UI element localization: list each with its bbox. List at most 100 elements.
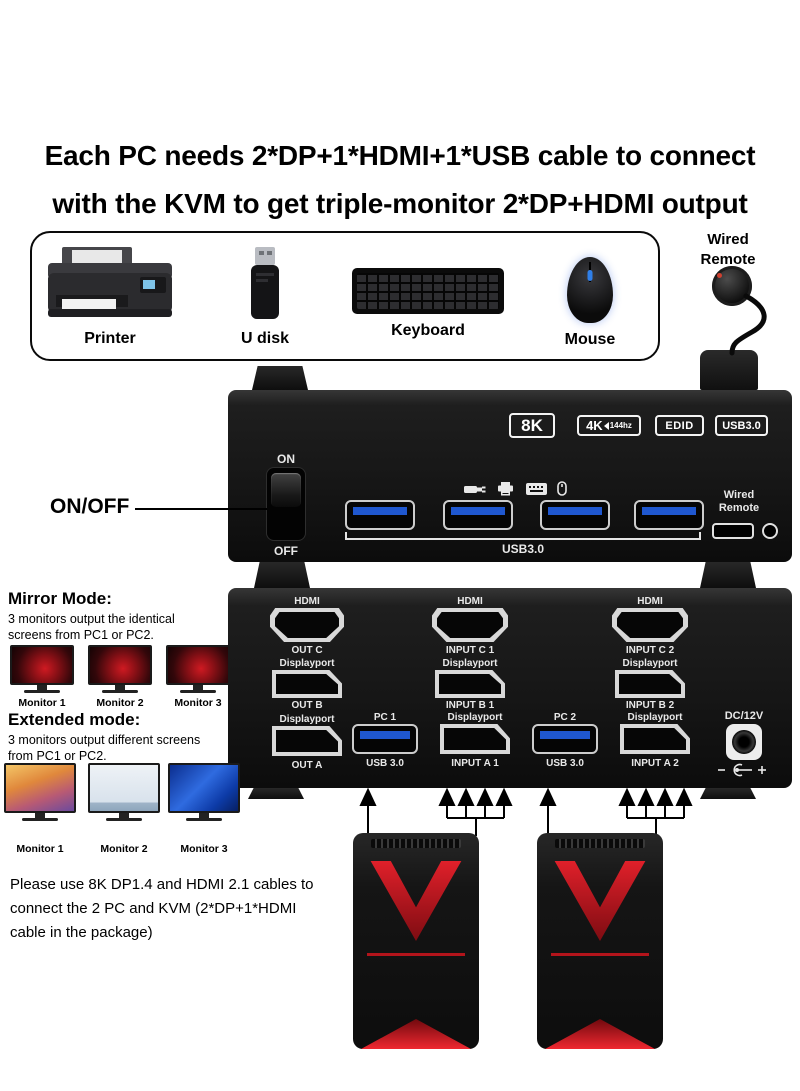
device-foot-mid-left	[254, 562, 310, 588]
tower-red-glow	[545, 1019, 655, 1049]
dc-power-label: DC/12V	[724, 710, 764, 722]
pc2-hdmi-label: HDMI	[637, 596, 663, 607]
keyboard-icon	[352, 268, 504, 314]
badge-144hz-text: 144hz	[609, 421, 632, 430]
badge-edid: EDID	[655, 415, 704, 436]
pc1-hdmi-label: HDMI	[457, 596, 483, 607]
keyboard-mini-icon	[526, 483, 547, 495]
pc1-usb-label: USB 3.0	[366, 758, 404, 769]
mirror-monitor-1-screen	[10, 645, 74, 685]
front-usb-port-1	[345, 500, 415, 530]
extended-monitor-2-screen	[88, 763, 160, 813]
monitor-base	[106, 818, 142, 821]
input-b1-dp-label: Displayport	[442, 658, 498, 669]
monitor-neck	[35, 813, 45, 818]
input-a1-label: INPUT A 1	[451, 758, 499, 769]
printer-icon	[48, 247, 172, 317]
peripherals-box	[30, 231, 660, 361]
wired-remote-label-line-2: Remote	[700, 251, 756, 268]
tower-vent	[555, 839, 645, 848]
remote-port	[712, 523, 754, 539]
headline-line-2: with the KVM to get triple-monitor 2*DP+…	[52, 188, 748, 219]
mouse-label: Mouse	[564, 331, 616, 348]
arrow-left-glyph	[603, 421, 609, 430]
monitor-neck	[37, 685, 47, 690]
dc-power-jack	[726, 724, 762, 760]
pc-tower-1	[353, 833, 479, 1049]
polarity-icon	[718, 763, 766, 777]
input-a2-label: INPUT A 2	[631, 758, 679, 769]
input-c2-label: INPUT C 2	[625, 645, 675, 656]
monitor-neck	[193, 685, 203, 690]
switch-on-label: ON	[277, 452, 295, 466]
udisk-label: U disk	[240, 330, 289, 347]
out-a-dp-label: Displayport	[279, 714, 335, 725]
front-usb-port-3	[540, 500, 610, 530]
badge-usb3-text: USB3.0	[722, 419, 761, 432]
tower-vent	[371, 839, 461, 848]
badge-4k-144hz: 4K 144hz	[577, 415, 641, 436]
mirror-mode-desc-2: screens from PC1 or PC2.	[8, 628, 154, 642]
pc2-cable-arrows	[539, 787, 693, 836]
extended-monitor-2: Monitor 2	[88, 763, 160, 855]
badge-8k-text: 8K	[521, 415, 543, 435]
mirror-mode-heading: Mirror Mode:	[8, 589, 112, 608]
monitor-neck	[199, 813, 209, 818]
input-c1-label: INPUT C 1	[445, 645, 495, 656]
usb-plug-mini-icon	[464, 486, 486, 493]
pc-tower-2	[537, 833, 663, 1049]
mouse-scroll-wheel	[587, 270, 593, 281]
input-b2-dp-label: Displayport	[622, 658, 678, 669]
mirror-monitor-1: Monitor 1	[10, 645, 74, 709]
monitor-base	[102, 690, 138, 693]
mirror-monitor-3: Monitor 3	[166, 645, 230, 709]
device-foot-top-left	[252, 366, 308, 390]
front-usb-port-4	[634, 500, 704, 530]
extended-monitor-3-screen	[168, 763, 240, 813]
out-a-label: OUT A	[291, 760, 323, 771]
out-c-label: OUT C	[291, 645, 323, 656]
extended-mode-desc-2: from PC1 or PC2.	[8, 749, 107, 763]
remote-led-dot	[717, 273, 722, 278]
extended-mode-heading: Extended mode:	[8, 710, 141, 729]
input-b2-label: INPUT B 2	[625, 700, 675, 711]
device-foot-mid-right	[700, 562, 756, 588]
power-rocker-switch	[267, 468, 305, 540]
mouse-icon	[567, 257, 613, 323]
remote-jack	[762, 523, 778, 539]
input-a1-dp-label: Displayport	[447, 712, 503, 723]
device-foot-bottom-left	[248, 788, 304, 799]
mirror-mode-desc-1: 3 monitors output the identical	[8, 612, 175, 626]
hdmi-input-c2-port	[612, 608, 688, 642]
note-line-2: connect the 2 PC and KVM (2*DP+1*HDMI	[10, 900, 297, 917]
tower-red-strip	[367, 953, 465, 956]
mirror-monitor-2-label: Monitor 2	[96, 697, 144, 709]
monitor-neck	[119, 813, 129, 818]
mirror-monitor-2-screen	[88, 645, 152, 685]
monitor-base	[24, 690, 60, 693]
switch-off-label: OFF	[274, 544, 298, 558]
tower-red-accent	[554, 861, 646, 941]
usb-group-bracket	[345, 538, 701, 540]
extended-monitor-3-label: Monitor 3	[180, 843, 228, 855]
dp-input-b1-port	[435, 670, 505, 698]
mirror-monitor-1-label: Monitor 1	[18, 697, 66, 709]
monitor-base	[186, 818, 222, 821]
front-remote-label-line-1: Wired	[723, 489, 755, 501]
pc2-usb-label: USB 3.0	[546, 758, 584, 769]
remote-plug	[700, 350, 758, 390]
extended-monitor-1-screen	[4, 763, 76, 813]
dp-out-a-port	[272, 726, 342, 756]
dp-input-b2-port	[615, 670, 685, 698]
dp-out-b-port	[272, 670, 342, 698]
out-b-label: OUT B	[291, 700, 323, 711]
input-a2-dp-label: Displayport	[627, 712, 683, 723]
extended-monitor-1: Monitor 1	[4, 763, 76, 855]
wired-remote-icon	[712, 266, 752, 306]
keyboard-label: Keyboard	[391, 322, 465, 339]
usb-drive-icon	[251, 247, 279, 319]
extended-monitor-3: Monitor 3	[168, 763, 240, 855]
usb-bracket-tick-right	[699, 532, 701, 540]
mirror-monitor-3-screen	[166, 645, 230, 685]
headline-line-1: Each PC needs 2*DP+1*HDMI+1*USB cable to…	[44, 140, 756, 171]
